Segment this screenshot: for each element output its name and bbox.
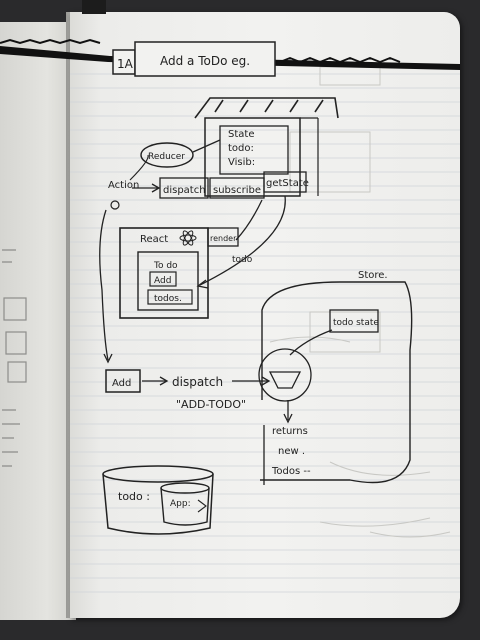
store-outline: [260, 281, 413, 484]
getstate-label: getState: [266, 178, 309, 189]
add-component-label: Add: [154, 276, 171, 286]
action-label: Action: [108, 180, 139, 191]
ruled-lines: [70, 66, 460, 593]
cylinder-app-label: App:: [170, 499, 191, 509]
add-component-box: [149, 271, 177, 287]
react-box: [119, 227, 209, 319]
page-title: Add a ToDo eg.: [160, 54, 250, 68]
todo-state-label: todo state: [333, 318, 379, 328]
title-box: [134, 41, 276, 77]
right-page: [70, 12, 460, 618]
app-cylinder: [160, 482, 210, 526]
returns-line3: Todos --: [271, 466, 311, 477]
todo-state-box: [329, 309, 379, 333]
bookmark-ribbon: [82, 0, 106, 14]
store-container: [204, 117, 301, 197]
left-page: [0, 22, 76, 620]
reducer-circle: [258, 348, 312, 402]
todo-arrow-label: todo: [232, 255, 253, 265]
action-type-label: "ADD-TODO": [176, 398, 246, 411]
state-todo-label: todo:: [228, 143, 254, 154]
react-atom-icon: [179, 230, 197, 246]
state-label: State: [228, 129, 254, 140]
page-number: 1A: [117, 57, 134, 71]
state-box: [219, 125, 289, 175]
render-label: render: [210, 234, 237, 243]
left-page-marks: [2, 249, 27, 467]
todo-component-label: To do: [153, 261, 178, 271]
action-icon: [110, 200, 120, 210]
returns-line1: returns: [272, 426, 308, 437]
todos-component-box: [147, 289, 193, 305]
add-flow-box: [105, 369, 141, 393]
reducer-label: Reducer: [148, 152, 185, 162]
getstate-box: [263, 171, 307, 193]
cylinder-todo-label: todo :: [118, 490, 150, 503]
returns-line2: new .: [278, 446, 305, 457]
store-roof: [194, 97, 339, 119]
react-title: React: [140, 234, 168, 245]
add-flow-label: Add: [112, 378, 131, 389]
store-label: Store.: [358, 270, 388, 281]
todo-cylinder: [102, 465, 214, 535]
dispatch-flow-label: dispatch: [172, 375, 223, 389]
todo-component-box: [137, 251, 199, 311]
funnel-icon: [268, 371, 302, 389]
reducer-bubble: [140, 142, 194, 168]
show-through-marks: [269, 66, 451, 538]
subscribe-label: subscribe: [213, 185, 261, 196]
dispatch-label: dispatch: [163, 185, 206, 196]
state-visib-label: Visib:: [228, 157, 255, 168]
todos-component-label: todos.: [154, 294, 182, 304]
